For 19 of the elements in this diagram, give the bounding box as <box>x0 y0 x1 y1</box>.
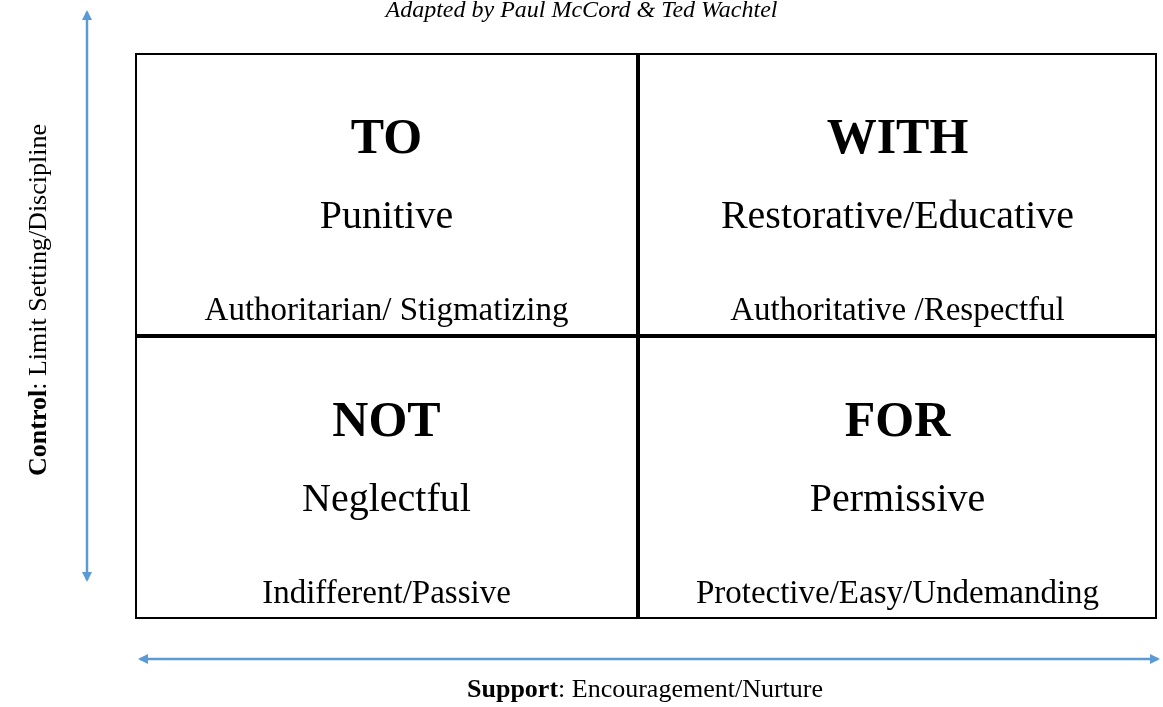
quadrant-cell <box>135 336 638 619</box>
quadrant-description: Authoritative /Respectful <box>729 291 1066 328</box>
quadrant-style: Punitive <box>318 191 455 238</box>
quadrant-heading: WITH <box>825 107 970 165</box>
attribution-text: Adapted by Paul McCord & Ted Wachtel <box>383 0 779 23</box>
horizontal-axis-label: Support: Encouragement/Nurture <box>467 674 823 704</box>
vertical-axis-label: Control: Limit Setting/Discipline <box>23 124 53 476</box>
quadrant-description: Protective/Easy/Undemanding <box>694 574 1101 611</box>
quadrant-style: Permissive <box>808 474 987 521</box>
quadrant-description: Authoritarian/ Stigmatizing <box>203 291 570 328</box>
quadrant-description: Indifferent/Passive <box>261 574 512 611</box>
quadrant-heading: NOT <box>331 390 442 448</box>
quadrant-cell <box>638 336 1157 619</box>
quadrant-cell <box>638 53 1157 336</box>
quadrant-heading: FOR <box>843 390 952 448</box>
quadrant-style: Restorative/Educative <box>719 191 1076 238</box>
quadrant-cell <box>135 53 638 336</box>
quadrant-heading: TO <box>349 107 424 165</box>
quadrant-style: Neglectful <box>301 474 472 521</box>
